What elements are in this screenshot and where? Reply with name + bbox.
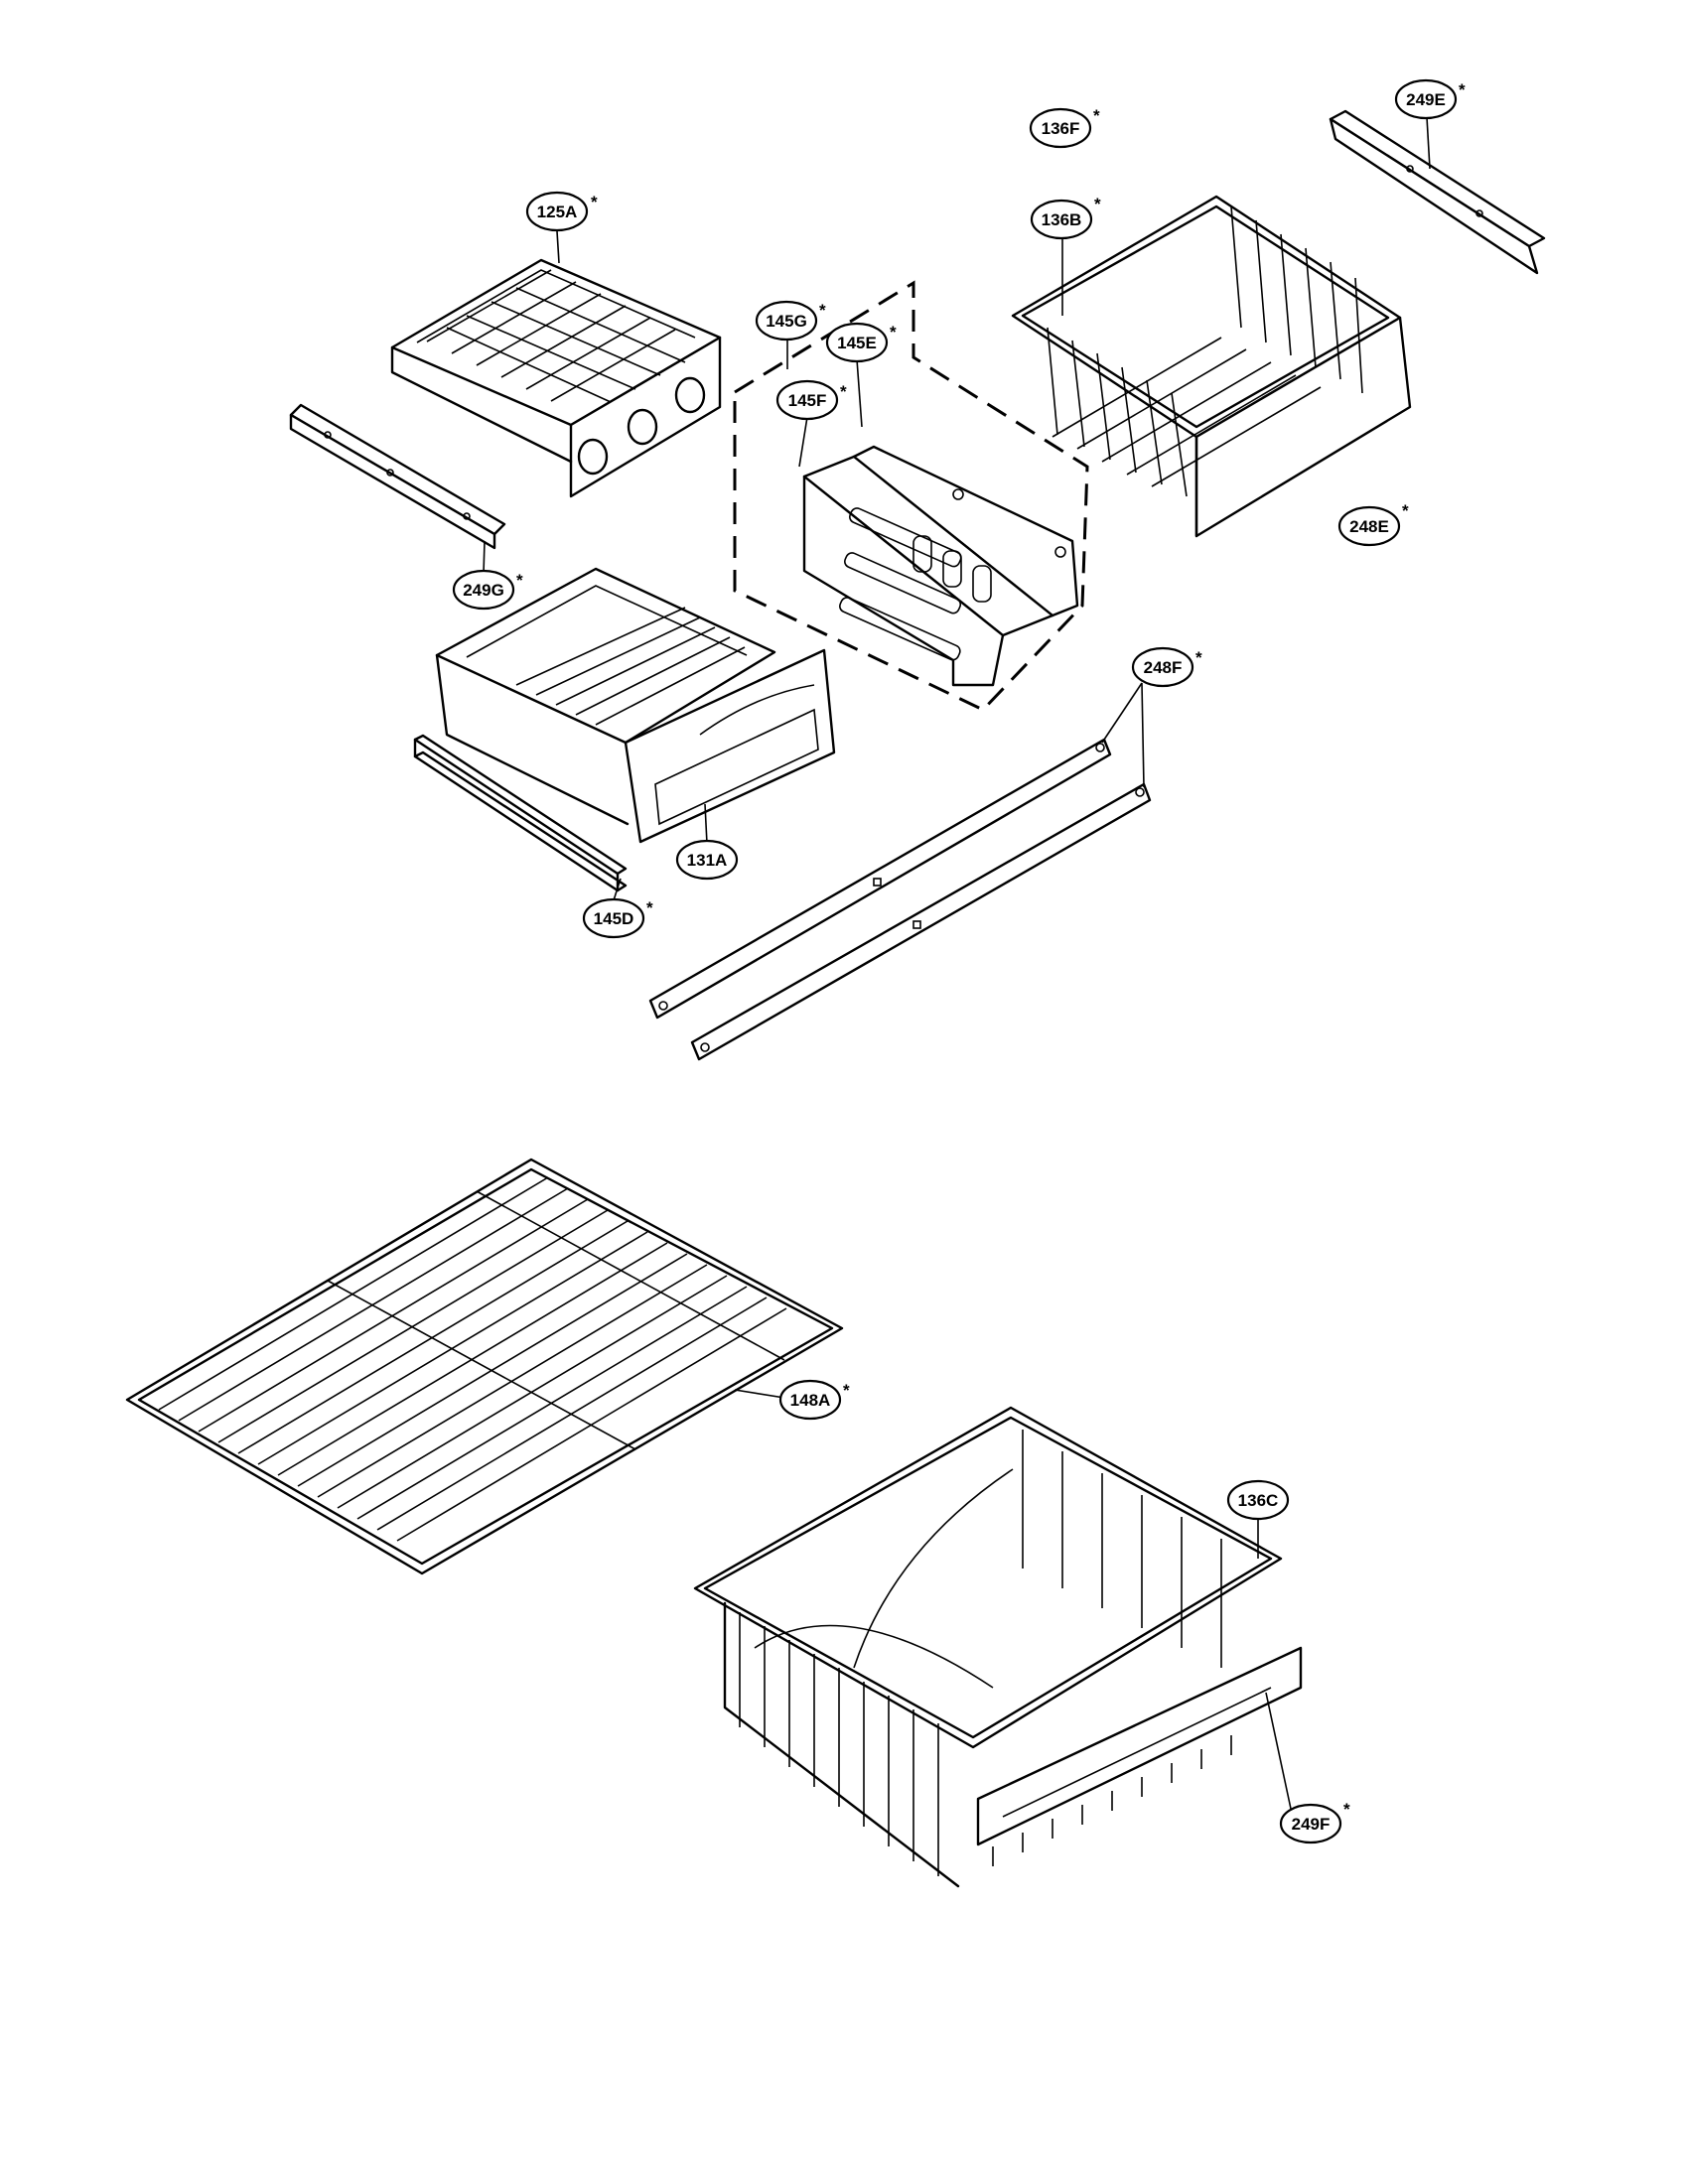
wire-basket-136c	[693, 1406, 1303, 1888]
callout-label: 145D	[594, 909, 634, 928]
callout-label: 249E	[1406, 90, 1446, 109]
callout-label: 145G	[766, 312, 807, 331]
callout-136f: 136F *	[1029, 106, 1100, 149]
callout-star: *	[819, 301, 826, 320]
callout-label: 248E	[1349, 517, 1389, 536]
callout-148a: 148A *	[778, 1379, 850, 1421]
callout-label: 136B	[1042, 210, 1082, 229]
side-rail-249e	[1329, 109, 1546, 275]
callout-136c: 136C	[1226, 1479, 1290, 1521]
callout-label: 131A	[687, 851, 728, 870]
callout-label: 249F	[1292, 1815, 1331, 1834]
leader-lines	[483, 116, 1431, 1810]
callout-star: *	[1459, 80, 1466, 99]
callout-label: 249G	[463, 581, 504, 600]
callout-145d: 145D *	[582, 897, 653, 939]
ice-maker-bracket-assembly	[733, 280, 1089, 712]
callout-249f: 249F *	[1279, 1800, 1350, 1844]
callout-star: *	[840, 382, 847, 401]
callout-145e: 145E *	[825, 322, 897, 363]
callout-label: 248F	[1144, 658, 1183, 677]
callout-star: *	[1094, 195, 1101, 213]
side-rail-249g	[289, 403, 506, 550]
callout-star: *	[1093, 106, 1100, 125]
wire-basket-136b	[1011, 195, 1412, 538]
callout-star: *	[1402, 501, 1409, 520]
callout-label: 136C	[1238, 1491, 1279, 1510]
callout-248f: 248F *	[1131, 646, 1202, 688]
callout-star: *	[646, 898, 653, 917]
callout-star: *	[890, 323, 897, 341]
callout-136b: 136B *	[1030, 195, 1101, 240]
callout-label: 145E	[837, 334, 877, 352]
callout-label: 125A	[537, 203, 578, 221]
callout-label: 148A	[790, 1391, 831, 1410]
callout-248e: 248E *	[1337, 501, 1409, 547]
callout-145g: 145G *	[755, 300, 826, 341]
callout-label: 145F	[788, 391, 827, 410]
callout-125a: 125A *	[525, 191, 598, 232]
callout-249e: 249E *	[1394, 78, 1466, 120]
callout-star: *	[1343, 1800, 1350, 1819]
callout-131a: 131A	[675, 839, 739, 881]
callout-star: *	[1195, 648, 1202, 667]
callout-145f: 145F *	[775, 379, 847, 421]
guide-rails-145d	[413, 734, 628, 892]
wire-shelf-148a	[125, 1158, 844, 1575]
long-rails-248f	[648, 738, 1152, 1061]
callout-label: 136F	[1042, 119, 1080, 138]
ice-tray-assembly	[390, 258, 722, 498]
freezer-bin-131a	[435, 567, 836, 844]
callout-star: *	[516, 571, 523, 590]
callout-star: *	[591, 193, 598, 211]
callout-249g: 249G *	[452, 569, 523, 611]
callout-star: *	[843, 1381, 850, 1400]
